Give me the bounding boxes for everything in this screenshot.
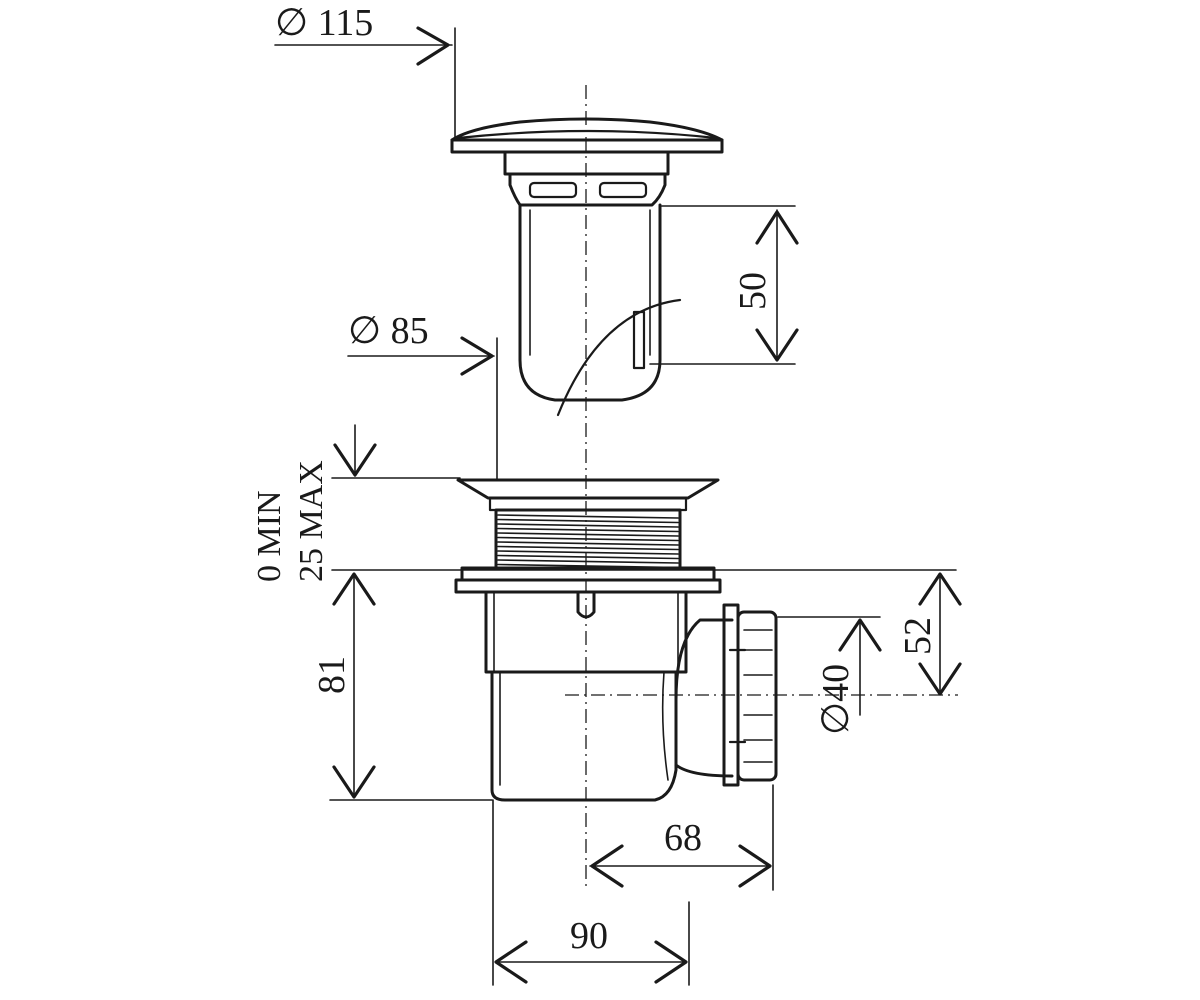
dim-body-height-label: 81 xyxy=(311,656,353,694)
strainer-basket xyxy=(508,172,682,417)
outlet-nut xyxy=(722,603,778,787)
thread-line xyxy=(497,527,679,533)
dim-strainer-height-label: 50 xyxy=(732,272,774,310)
thread-line xyxy=(497,514,679,519)
dim-adjust-min-label: 0 MIN xyxy=(251,490,288,582)
threaded-sleeve xyxy=(494,508,682,570)
dim-body-width-label: 90 xyxy=(570,915,608,957)
dim-strainer-height: 50 xyxy=(649,205,799,365)
thread-line xyxy=(497,536,679,542)
thread-line xyxy=(497,545,679,551)
thread-line xyxy=(497,541,679,546)
thread-line xyxy=(497,559,679,564)
dim-adjust-max-label: 25 MAX xyxy=(293,460,330,582)
dim-outlet-diameter: ∅40 xyxy=(777,616,882,735)
dim-body-width: 90 xyxy=(492,799,690,986)
thread-line xyxy=(497,554,679,560)
dim-cap-diameter: ∅ 115 xyxy=(274,2,456,141)
dim-strainer-diameter-label: ∅ 85 xyxy=(348,310,429,352)
thread-line xyxy=(497,532,679,537)
dim-body-height: 81 xyxy=(311,572,493,801)
dim-outlet-height: 52 xyxy=(897,572,962,696)
thread-line xyxy=(497,523,679,528)
drain-body xyxy=(454,566,734,802)
dim-outlet-diameter-label: ∅40 xyxy=(815,664,857,735)
dim-outlet-offset: 68 xyxy=(589,784,774,891)
dim-outlet-height-label: 52 xyxy=(897,617,939,655)
thread-line xyxy=(497,518,679,524)
dim-outlet-offset-label: 68 xyxy=(664,817,702,859)
drain-cap xyxy=(450,117,724,176)
dim-strainer-diameter: ∅ 85 xyxy=(347,310,498,481)
top-flange xyxy=(456,478,720,512)
dim-cap-diameter-label: ∅ 115 xyxy=(275,2,373,44)
dim-adjust-range: 0 MIN 25 MAX xyxy=(251,424,957,582)
thread-line xyxy=(497,550,679,555)
